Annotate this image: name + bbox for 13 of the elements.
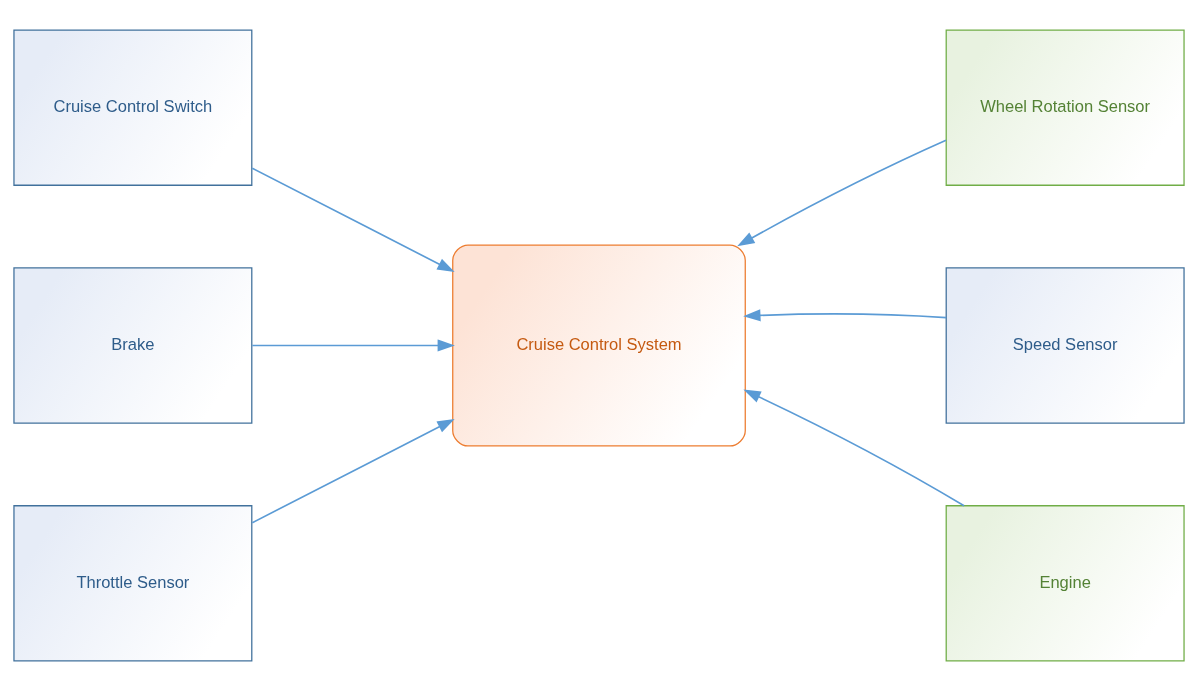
- node-box: Throttle Sensor: [13, 505, 253, 662]
- node-box: Speed Sensor: [945, 267, 1185, 424]
- node-box: Engine: [945, 505, 1185, 662]
- node-box: Brake: [13, 267, 253, 424]
- arrow: [743, 309, 947, 322]
- node-box: Cruise Control Switch: [13, 29, 253, 186]
- node-box: Wheel Rotation Sensor: [945, 29, 1185, 186]
- arrow: [737, 139, 947, 247]
- arrow: [251, 167, 455, 273]
- arrow: [251, 418, 455, 524]
- arrow: [251, 339, 455, 352]
- arrow: [743, 389, 965, 507]
- node-box: Cruise Control System: [452, 244, 746, 447]
